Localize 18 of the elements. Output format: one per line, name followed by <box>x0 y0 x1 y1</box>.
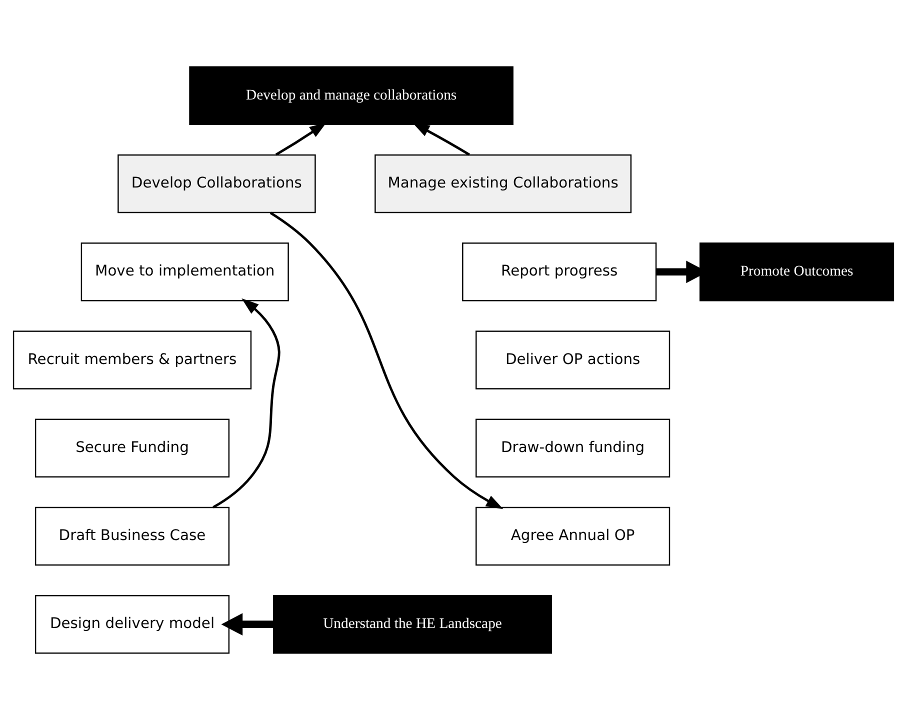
arrow <box>270 211 504 509</box>
node-box: Promote Outcomes <box>699 242 894 301</box>
node-box: Report progress <box>462 242 657 301</box>
node-box: Develop Collaborations <box>118 154 316 213</box>
node-box: Deliver OP actions <box>476 330 670 389</box>
node-box: Draft Business Case <box>34 506 230 566</box>
arrow <box>412 122 470 156</box>
node-box: Develop and manage collaborations <box>189 66 514 125</box>
node-box: Recruit members & partners <box>12 330 252 389</box>
node-box: Move to implementation <box>80 242 289 301</box>
arrow <box>221 612 274 636</box>
node-box: Design delivery model <box>34 594 230 654</box>
node-box: Agree Annual OP <box>476 506 670 566</box>
node-box: Manage existing Collaborations <box>374 154 632 213</box>
node-box: Understand the HE Landscape <box>272 594 552 654</box>
node-box: Draw-down funding <box>476 418 670 477</box>
arrow <box>212 298 280 508</box>
node-box: Secure Funding <box>34 418 230 477</box>
